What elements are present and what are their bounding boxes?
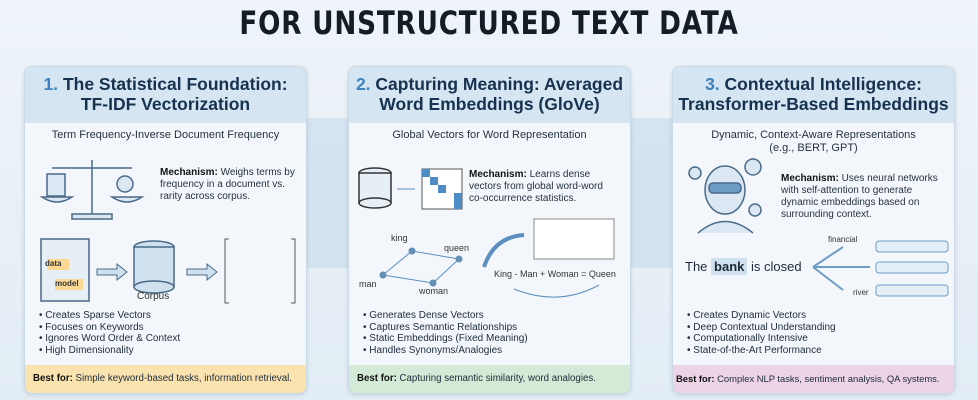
vector-label: river xyxy=(853,288,869,297)
doc-word: model xyxy=(55,279,79,288)
bullet-list: Creates Dynamic VectorsDeep Contextual U… xyxy=(687,310,835,356)
card-title: 3. Contextual Intelligence:Transformer-B… xyxy=(673,67,954,123)
card-tfidf: 1. The Statistical Foundation:TF-IDF Vec… xyxy=(24,66,307,394)
mechanism-text: Mechanism: Learns dense vectors from glo… xyxy=(469,169,603,204)
best-for: Best for: Complex NLP tasks, sentiment a… xyxy=(673,365,954,393)
word-vector-diagram xyxy=(379,218,615,298)
card-subtitle: Global Vectors for Word Representation xyxy=(392,129,587,141)
page-title: FOR UNSTRUCTURED TEXT DATA xyxy=(239,4,739,42)
word-label: king xyxy=(391,233,408,243)
context-sentence: The bank is closed xyxy=(685,258,802,275)
card-transformer: 3. Contextual Intelligence:Transformer-B… xyxy=(672,66,955,394)
analogy-equation: King - Man + Woman = Queen xyxy=(494,269,616,279)
card-title: 1. The Statistical Foundation:TF-IDF Vec… xyxy=(25,67,306,123)
corpus-label: Corpus xyxy=(137,291,170,302)
robot-icon xyxy=(688,158,762,234)
mechanism-text: Mechanism: Weighs terms by frequency in … xyxy=(160,167,295,202)
word-label: man xyxy=(359,279,377,289)
bullet-list: Creates Sparse VectorsFocuses on Keyword… xyxy=(39,310,180,356)
card-subtitle: Dynamic, Context-Aware Representations(e… xyxy=(711,129,916,154)
contextual-vectors-diagram xyxy=(812,240,949,297)
word-label: woman xyxy=(419,286,449,296)
cooccurrence-matrix-icon xyxy=(358,167,463,210)
bullet-list: Generates Dense VectorsCaptures Semantic… xyxy=(363,310,527,356)
mechanism-text: Mechanism: Uses neural networks with sel… xyxy=(781,173,938,220)
card-subtitle: Term Frequency-Inverse Document Frequenc… xyxy=(51,129,280,141)
connector-band xyxy=(625,118,680,268)
vector-label: financial xyxy=(828,235,858,244)
best-for: Best for: Capturing semantic similarity,… xyxy=(349,365,630,393)
word-label: queen xyxy=(444,243,470,253)
best-for: Best for: Simple keyword-based tasks, in… xyxy=(25,365,306,393)
doc-word: data xyxy=(45,259,62,268)
tfidf-pipeline-diagram xyxy=(40,238,296,304)
connector-band xyxy=(300,118,355,268)
scales-icon xyxy=(39,160,145,220)
